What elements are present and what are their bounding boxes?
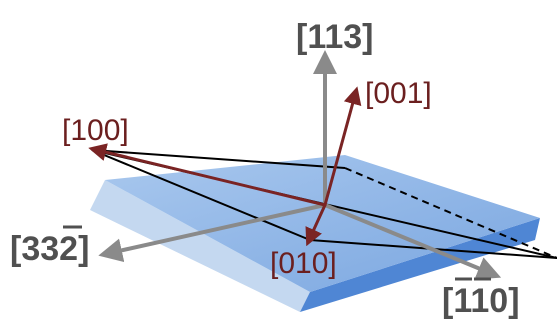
label-33-2: [332]: [10, 230, 89, 268]
slab-top-face: [105, 155, 540, 292]
axis-001: [323, 86, 362, 207]
axis-100: [88, 143, 327, 207]
label-33-2-prefix: [33: [10, 230, 59, 268]
label-001: [001]: [365, 77, 432, 110]
label-113: [113]: [296, 18, 374, 56]
axis-33-2: [98, 203, 327, 263]
label-010: [010]: [270, 247, 337, 280]
line-dashed-edge: [344, 167, 557, 259]
label-33-2-suffix: ]: [78, 230, 89, 268]
axis-1-1-0: [323, 203, 502, 280]
label-100: [100]: [62, 114, 129, 147]
line-100-to-right: [91, 149, 346, 169]
label-1-1-0-overbar1: 1: [453, 282, 471, 320]
label-1-1-0-rest: 0]: [489, 282, 519, 320]
label-1-1-0-overbar2: 1: [470, 282, 489, 320]
label-1-1-0: [110]: [442, 282, 520, 320]
label-33-2-overbar: 2: [59, 230, 78, 268]
slab-left-face: [90, 180, 310, 312]
crystal-slab: [90, 155, 540, 312]
crystal-axes: [88, 86, 362, 247]
slab-right-face: [300, 218, 540, 312]
sample-axes: [98, 50, 502, 280]
line-100-to-bottom: [91, 149, 311, 241]
axis-010: [305, 203, 327, 247]
label-1-1-0-open: [: [442, 282, 453, 320]
